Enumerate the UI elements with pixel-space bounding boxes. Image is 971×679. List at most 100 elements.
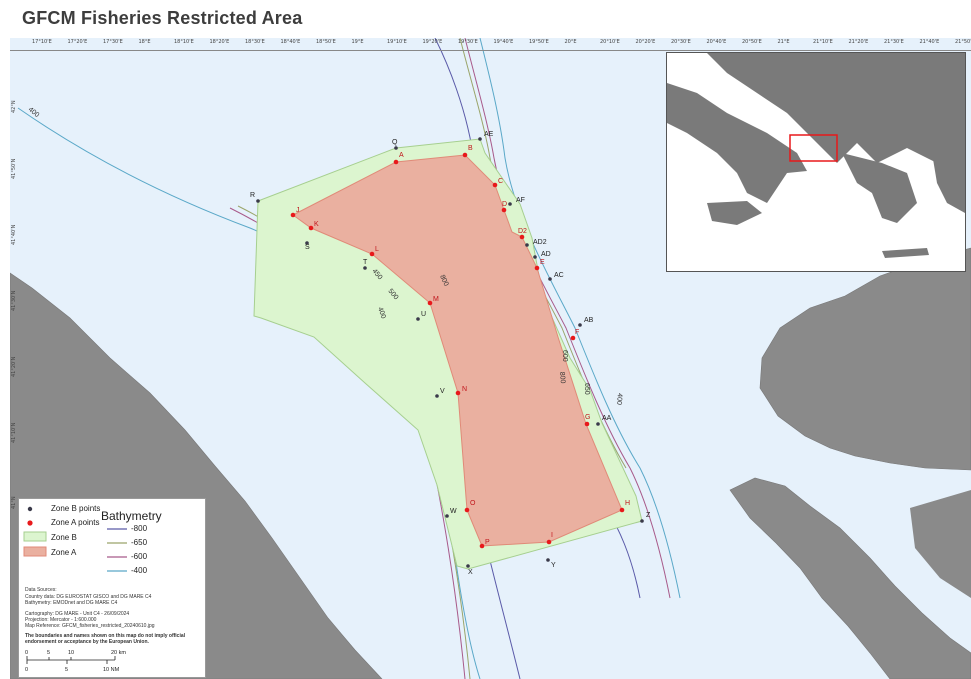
zone-a-point-k[interactable] — [308, 225, 314, 231]
contour-trench — [434, 38, 473, 149]
top-tick-label: 20°10'E — [600, 39, 620, 45]
contour-label: 600 — [561, 350, 568, 362]
legend-depth-400: -400 — [131, 566, 148, 575]
zone-a-point-label: A — [399, 152, 404, 159]
land-mainland-se — [910, 490, 971, 598]
zone-a-point-p[interactable] — [479, 543, 485, 549]
zone-b-point-s[interactable] — [305, 241, 309, 245]
zone-b-point-label: Z — [646, 512, 651, 519]
top-tick-label: 21°30'E — [884, 39, 904, 45]
zone-a-point-label: N — [462, 386, 467, 393]
zone-a-point-a[interactable] — [393, 159, 399, 165]
zone-b-point-q[interactable] — [394, 146, 398, 150]
zone-b-point-w[interactable] — [445, 514, 449, 518]
zone-b-point-label: W — [450, 508, 457, 515]
zone-b-point-y[interactable] — [546, 558, 550, 562]
zone-a-point-o[interactable] — [464, 507, 470, 513]
zone-b-point-x[interactable] — [466, 564, 470, 568]
zone-a-point-label: P — [485, 539, 490, 546]
zone-a-point-label: L — [375, 246, 379, 253]
scale-nm-10: 10 NM — [103, 667, 120, 673]
legend-bathymetry-source: Bathymetry: EMODnet and DG MARE C4 — [25, 600, 118, 606]
zone-a-point-c[interactable] — [492, 182, 498, 188]
top-tick-label: 21°10'E — [813, 39, 833, 45]
zone-b-point-r[interactable] — [256, 199, 260, 203]
legend-depth-650: -650 — [131, 538, 148, 547]
land-albania — [759, 247, 971, 471]
zone-b-point-label: AD2 — [533, 239, 547, 246]
top-tick-label: 21°50'E — [955, 39, 971, 45]
scale-km-20: 20 km — [111, 650, 126, 656]
zone-b-point-t[interactable] — [363, 266, 367, 270]
zone-a-point-label: D2 — [518, 228, 527, 235]
zone-b-point-u[interactable] — [416, 317, 420, 321]
zone-b-point-label: U — [421, 311, 426, 318]
locator-extent-box — [789, 134, 838, 162]
zone-a-point-e[interactable] — [534, 265, 540, 271]
top-tick-label: 17°20'E — [67, 39, 88, 45]
legend-zone-a-swatch — [23, 546, 47, 557]
legend-zone-a-point-symbol — [27, 520, 33, 526]
locator-turkey — [932, 148, 965, 213]
zone-b-point-label: AD — [541, 251, 551, 258]
zone-b-point-label: AF — [516, 197, 525, 204]
zone-a-point-label: M — [433, 296, 439, 303]
locator-italy — [667, 83, 807, 203]
top-tick-label: 17°30'E — [103, 39, 123, 45]
zone-b-point-ad[interactable] — [533, 255, 537, 259]
zone-b-point-label: AC — [554, 272, 564, 279]
zone-b-point-aa[interactable] — [596, 422, 600, 426]
zone-a-point-n[interactable] — [455, 390, 461, 396]
top-tick-label: 20°50'E — [742, 39, 762, 45]
contour-label: 400 — [376, 306, 387, 319]
zone-b-point-label: AB — [584, 317, 594, 324]
zone-a-point-d[interactable] — [501, 207, 507, 213]
scale-km-0: 0 — [25, 650, 28, 656]
legend-cartography: Cartography: DG MARE - Unit C4 - 26/09/2… — [25, 611, 130, 617]
top-tick-label: 19°10'E — [387, 39, 407, 45]
zone-b-point-ad2[interactable] — [525, 243, 529, 247]
scale-nm-5: 5 — [65, 667, 68, 673]
contour-600-trench — [464, 38, 671, 599]
left-tick-label: 41°40'N — [11, 224, 17, 245]
zone-a-point-b[interactable] — [462, 152, 468, 158]
zone-a-point-label: I — [551, 532, 553, 539]
zone-a-point-g[interactable] — [584, 421, 590, 427]
zone-a-point-j[interactable] — [290, 212, 296, 218]
zone-a-point-d2[interactable] — [519, 234, 525, 240]
legend-zone-a-points: Zone A points — [51, 518, 100, 527]
zone-a-point-h[interactable] — [619, 507, 625, 513]
zone-a-point-label: E — [540, 259, 545, 266]
zone-a-point-label: F — [575, 329, 579, 336]
scale-km-5: 5 — [47, 650, 50, 656]
zone-a-point-label: K — [314, 221, 319, 228]
zone-a-point-f[interactable] — [570, 335, 576, 341]
map-title: GFCM Fisheries Restricted Area — [22, 8, 303, 28]
scale-nm-0: 0 — [25, 667, 28, 673]
zone-b-point-v[interactable] — [435, 394, 439, 398]
legend: Zone B points Zone A points Zone B Zone … — [18, 498, 206, 678]
zone-a-point-m[interactable] — [427, 300, 433, 306]
zone-b-point-z[interactable] — [640, 519, 644, 523]
top-tick-label: 21°E — [777, 39, 790, 45]
legend-zone-a: Zone A — [51, 548, 77, 557]
zone-b-point-ae[interactable] — [478, 137, 482, 141]
top-tick-label: 19°20'E — [422, 39, 443, 45]
top-tick-label: 20°30'E — [671, 39, 691, 45]
zone-b-point-label: R — [250, 192, 255, 199]
zone-a-point-l[interactable] — [369, 251, 375, 257]
top-tick-label: 21°20'E — [848, 39, 869, 45]
zone-a-point-label: D — [502, 201, 507, 208]
left-tick-label: 41°30'N — [11, 290, 17, 311]
zone-b-point-af[interactable] — [508, 202, 512, 206]
legend-bathymetry-title: Bathymetry — [101, 509, 162, 523]
top-tick-label: 19°30'E — [458, 39, 478, 45]
legend-country-data: Country data: DG EUROSTAT GISCO and DG M… — [25, 594, 152, 600]
zone-b-point-ab[interactable] — [578, 323, 582, 327]
zone-b-point-ac[interactable] — [548, 277, 552, 281]
zone-a-point-i[interactable] — [546, 539, 552, 545]
top-tick-label: 20°20'E — [635, 39, 656, 45]
zone-b-point-label: T — [363, 259, 368, 266]
top-tick-label: 18°10'E — [174, 39, 194, 45]
